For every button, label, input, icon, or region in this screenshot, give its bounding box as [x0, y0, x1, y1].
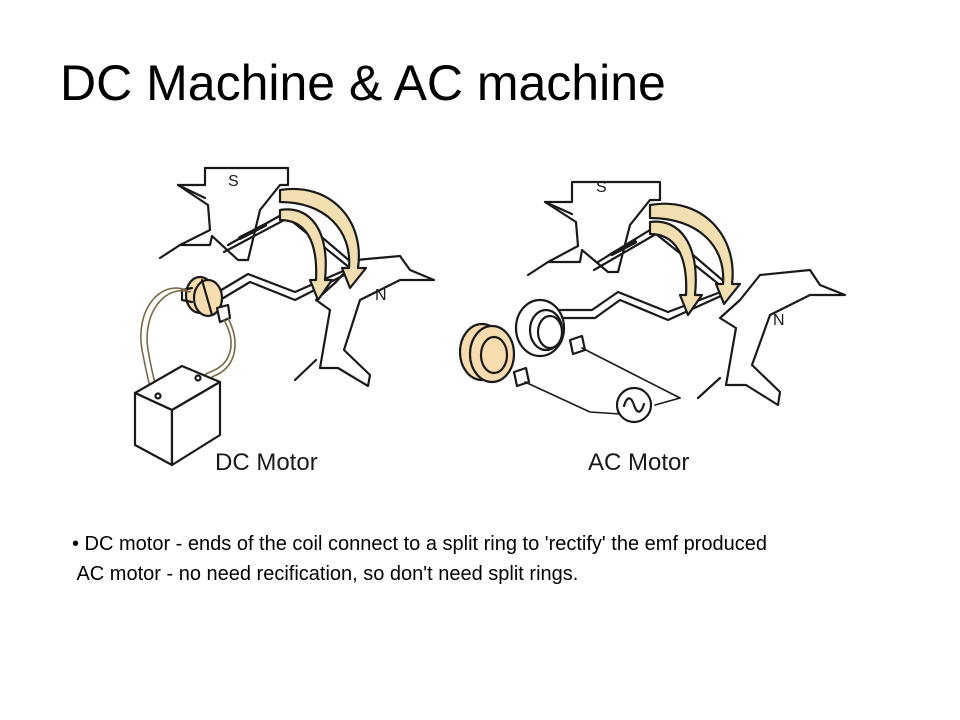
body-text: • DC motor - ends of the coil connect to… — [72, 529, 932, 589]
dc-motor-caption: DC Motor — [215, 449, 318, 476]
ac-pole-s-label: S — [596, 179, 607, 196]
dc-brush — [215, 303, 232, 324]
battery-icon — [133, 364, 222, 467]
ac-rotation-arrows — [648, 202, 742, 317]
ac-motor: S N AC Motor — [458, 179, 847, 476]
ac-brush-1 — [568, 334, 587, 356]
dc-pole-n-label: N — [375, 287, 387, 304]
slide-title: DC Machine & AC machine — [60, 55, 666, 111]
dc-pole-s-label: S — [228, 173, 239, 190]
ac-circuit-wires — [524, 347, 681, 416]
ac-motor-caption: AC Motor — [588, 449, 689, 476]
ac-slip-ring-front — [458, 322, 516, 384]
ac-pole-n — [696, 268, 847, 407]
ac-source-icon — [615, 386, 653, 424]
bullet-ac-motor: AC motor - no need recification, so don'… — [72, 563, 579, 585]
ac-pole-s — [526, 180, 662, 277]
dc-pole-n — [293, 254, 436, 388]
ac-pole-n-label: N — [773, 312, 785, 329]
ac-coil — [538, 223, 736, 322]
bullet-dc-motor: • DC motor - ends of the coil connect to… — [72, 533, 767, 555]
ac-slip-ring-back — [514, 298, 566, 358]
dc-rotation-arrows — [278, 187, 368, 302]
motor-diagram: S N DC Motor — [133, 166, 847, 476]
dc-motor: S N DC Motor — [133, 166, 436, 476]
dc-pole-s — [158, 166, 290, 262]
dc-split-ring — [180, 275, 224, 318]
